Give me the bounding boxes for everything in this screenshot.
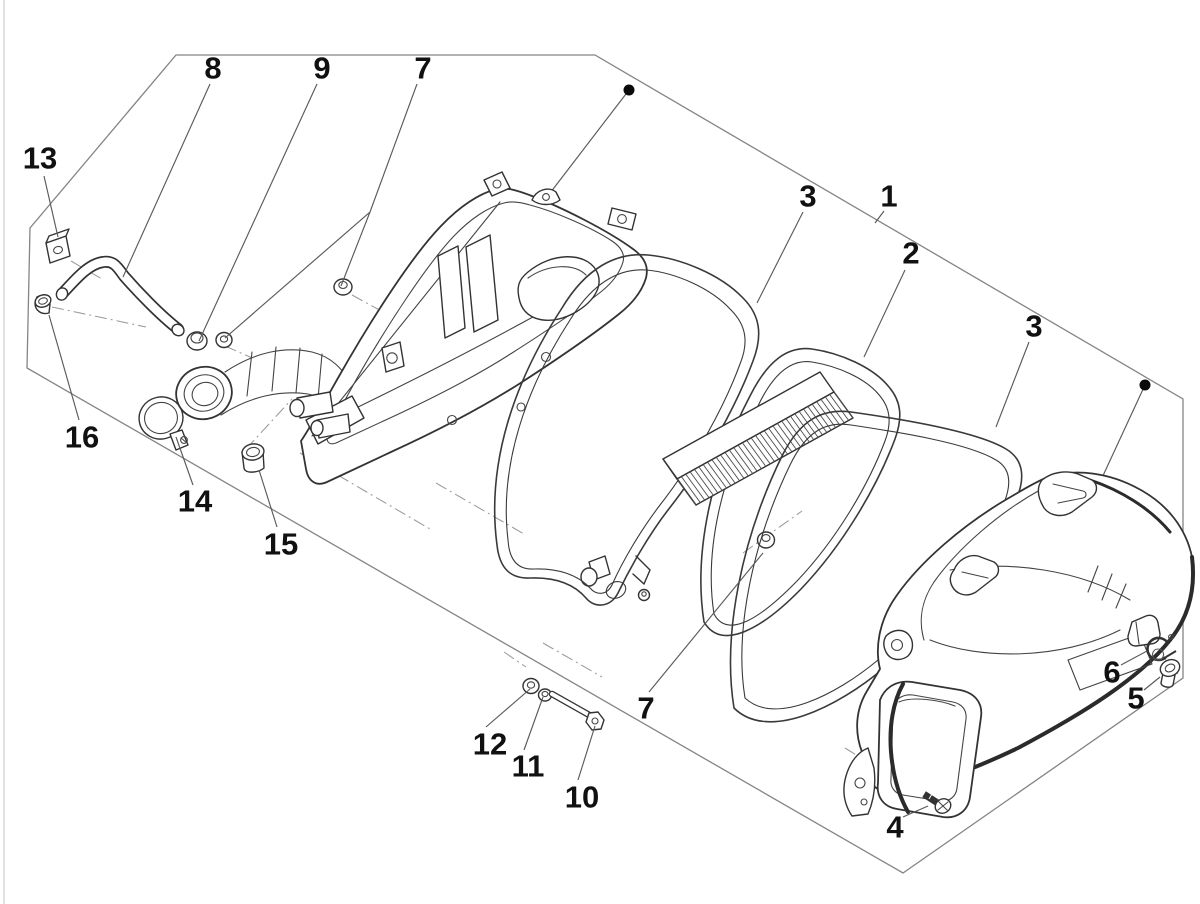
part-label-16-8[interactable]: 16	[65, 420, 99, 455]
frame-dot-leader-1	[546, 89, 630, 198]
air-filter-cover	[843, 471, 1195, 819]
part-label-6-16[interactable]: 6	[1103, 655, 1120, 690]
spacer-bushing	[241, 443, 265, 473]
part-label-5-17[interactable]: 5	[1127, 681, 1144, 716]
leader-part-14	[175, 436, 194, 486]
filter-pleats	[676, 391, 854, 506]
air-filter-housing	[289, 171, 651, 602]
leader-part-5	[1143, 676, 1161, 691]
part-label-14-9[interactable]: 14	[178, 484, 213, 519]
leader-part-15	[258, 469, 278, 528]
grommet-washer	[215, 331, 233, 349]
frame-dot-1	[623, 84, 635, 96]
assembly-axis-lines	[51, 260, 1179, 798]
axis-line-3	[542, 642, 603, 678]
axis-line-7	[224, 345, 267, 365]
filter-element	[662, 347, 901, 637]
sheet-metal-clip	[45, 228, 71, 264]
part-label-2-6[interactable]: 2	[902, 236, 919, 271]
part-label-12-12[interactable]: 12	[473, 727, 507, 762]
part-label-3-4[interactable]: 3	[799, 179, 816, 214]
grommet-washer	[333, 278, 353, 296]
part-label-10-14[interactable]: 10	[565, 780, 599, 815]
axis-line-9	[245, 398, 293, 450]
leader-part-3	[995, 341, 1030, 428]
leader-part-9	[198, 83, 318, 342]
leader-part-2	[863, 269, 906, 358]
hose-clamp	[138, 396, 189, 451]
part-label-11-13[interactable]: 11	[512, 749, 545, 784]
grommet-washer	[756, 531, 776, 549]
frame-dot-2	[1139, 379, 1151, 391]
part-label-8-0[interactable]: 8	[204, 51, 221, 86]
leader-part-12	[485, 688, 531, 728]
axis-line-6	[51, 306, 147, 328]
part-label-9-1[interactable]: 9	[313, 51, 330, 86]
leader-part-11	[523, 696, 544, 751]
leader-part-1	[874, 210, 885, 224]
axis-line-11	[503, 651, 527, 668]
leader-part-4	[902, 805, 929, 818]
part-label-4-15[interactable]: 4	[886, 810, 904, 845]
axis-line-2	[435, 482, 525, 535]
spring-clamp	[1146, 633, 1177, 662]
leader-part-16	[48, 314, 80, 421]
hose-end-cap	[34, 294, 52, 315]
leader-part-3	[756, 211, 804, 304]
leader-part-7	[340, 211, 371, 287]
screw	[922, 791, 952, 814]
leader-part-8	[122, 83, 211, 278]
washer-large	[522, 677, 540, 695]
part-label-7-2[interactable]: 7	[414, 51, 431, 86]
part-label-13-3[interactable]: 13	[23, 141, 57, 176]
bolt	[548, 690, 605, 731]
exploded-view-artwork	[34, 171, 1195, 819]
leader-part-6	[1120, 650, 1148, 666]
gasket-left	[493, 253, 760, 606]
leader-part-7	[648, 552, 764, 693]
leader-part-10	[577, 725, 596, 781]
frame-dot-leader-2	[1100, 384, 1146, 481]
leader-part-13	[43, 175, 59, 238]
assembly-frame	[26, 54, 1184, 874]
rubber-plug	[1159, 658, 1181, 688]
assembly-boundary	[26, 54, 1184, 874]
part-label-3-7[interactable]: 3	[1025, 309, 1042, 344]
part-label-7-11[interactable]: 7	[637, 691, 654, 726]
part-label-1-5[interactable]: 1	[880, 179, 897, 214]
part-label-15-10[interactable]: 15	[264, 527, 298, 562]
axis-line-5	[742, 510, 803, 554]
nut	[186, 331, 208, 351]
breather-hose	[55, 255, 185, 337]
